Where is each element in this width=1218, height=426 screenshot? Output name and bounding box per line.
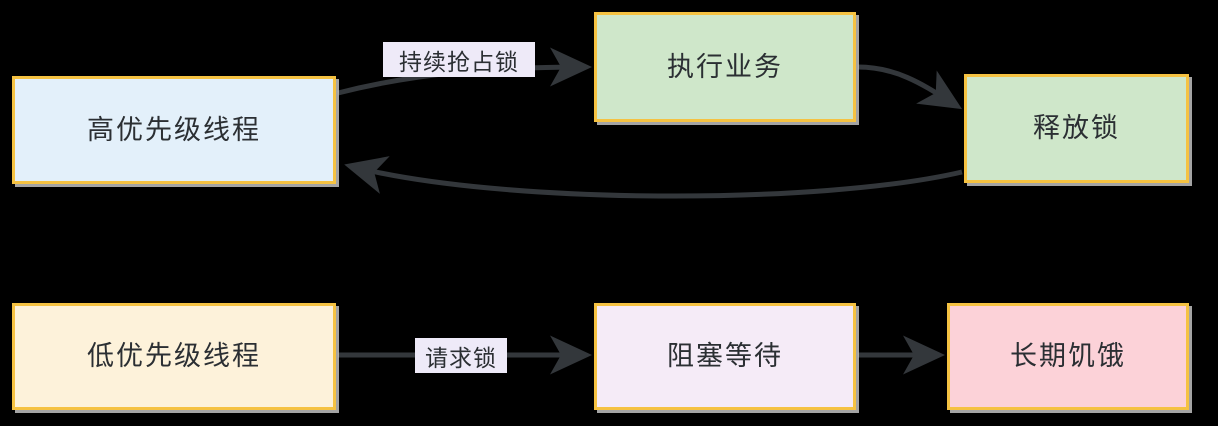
- edge-path-release-back-to-thread: [344, 156, 963, 199]
- node-high-priority-thread[interactable]: 高优先级线程: [12, 76, 336, 184]
- node-blocked-waiting[interactable]: 阻塞等待: [594, 303, 856, 410]
- edge-label-request-lock: 请求锁: [415, 338, 507, 373]
- node-label-long-starvation: 长期饥饿: [1010, 341, 1126, 371]
- node-long-starvation[interactable]: 长期饥饿: [947, 303, 1189, 410]
- edge-label-acquire-lock: 持续抢占锁: [383, 42, 535, 77]
- node-low-priority-thread[interactable]: 低优先级线程: [12, 303, 336, 410]
- node-label-execute-business: 执行业务: [667, 51, 783, 82]
- node-release-lock[interactable]: 释放锁: [964, 74, 1189, 183]
- node-label-high-priority-thread: 高优先级线程: [87, 114, 261, 145]
- node-label-blocked-waiting: 阻塞等待: [667, 341, 783, 371]
- node-execute-business[interactable]: 执行业务: [594, 12, 856, 122]
- node-label-low-priority-thread: 低优先级线程: [87, 341, 261, 371]
- node-label-release-lock: 释放锁: [1033, 113, 1120, 143]
- edge-path-execute-to-release: [857, 64, 963, 110]
